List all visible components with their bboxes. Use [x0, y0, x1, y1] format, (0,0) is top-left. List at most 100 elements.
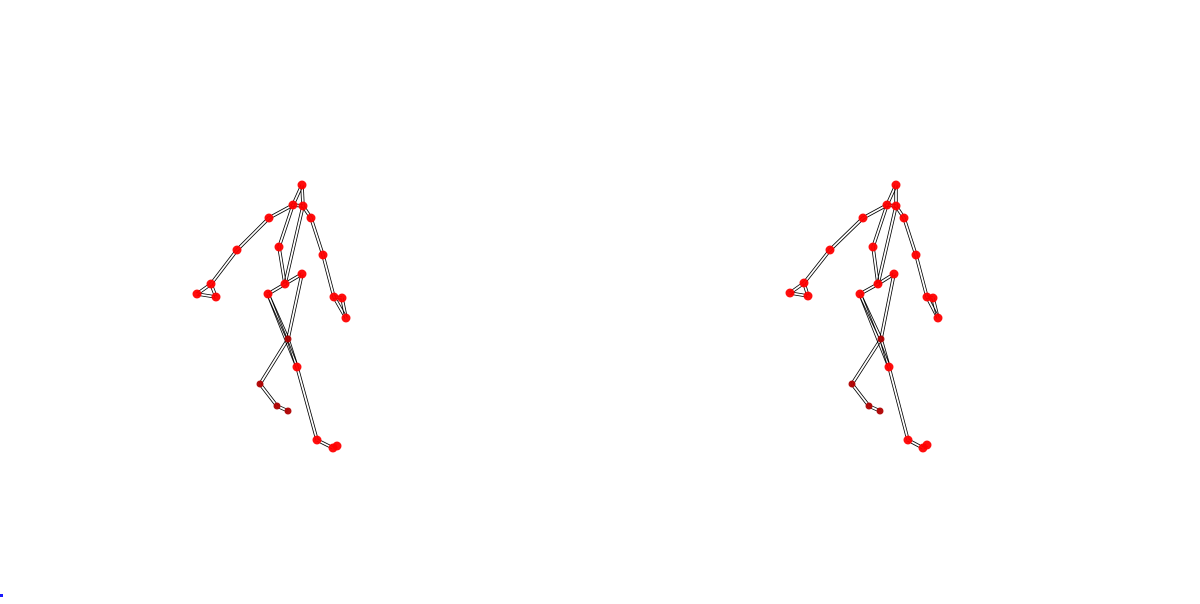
- bone-rsh-relb: [830, 218, 865, 252]
- joint-pelvis: [280, 279, 290, 289]
- joint-lelb: [318, 250, 328, 260]
- joint-lwr: [329, 292, 339, 302]
- bone-lknee-lank: [887, 367, 908, 441]
- bone-hipL-lknee: [858, 294, 889, 368]
- joint-rwr: [799, 278, 809, 288]
- bone-relb-rwr: [209, 248, 237, 284]
- joint-head: [297, 180, 307, 190]
- bone-rank-rfoot1: [852, 382, 871, 406]
- bone-lelb-lwr: [916, 254, 929, 297]
- joint-lknee: [884, 362, 894, 372]
- joint-rh2: [803, 291, 813, 301]
- joint-hipL: [263, 289, 273, 299]
- joint-knee: [284, 335, 292, 343]
- joint-lfoot2: [922, 440, 932, 450]
- joint-hipR: [889, 269, 899, 279]
- bone-lsh-lelb: [311, 217, 325, 255]
- bone-lelb-lwr: [323, 254, 336, 297]
- bone-rsh-relb: [828, 216, 863, 250]
- joint-lsh: [306, 213, 316, 223]
- bone-hipR-knee: [879, 273, 894, 339]
- joint-rfoot1: [865, 402, 873, 410]
- joint-neck2: [891, 201, 901, 211]
- joint-neck2: [298, 201, 308, 211]
- bone-rsh-relb: [235, 216, 269, 250]
- bone-lelb-lwr: [914, 255, 927, 298]
- bone-neck2-pelvis: [878, 206, 898, 285]
- bone-neck-spine: [873, 205, 889, 248]
- joint-spine: [868, 242, 878, 252]
- bone-knee-rank: [850, 338, 881, 384]
- joint-rfoot2: [876, 407, 884, 415]
- bone-hipR-knee: [881, 274, 896, 340]
- bone-lknee-lank: [297, 366, 319, 440]
- joint-lank: [312, 435, 322, 445]
- bone-lsh-lelb: [309, 218, 323, 256]
- joint-relb: [232, 245, 242, 255]
- bone-neck-spine: [871, 204, 887, 247]
- joint-rh1: [192, 289, 202, 299]
- joint-rsh: [264, 213, 274, 223]
- bone-hipR-knee: [286, 273, 302, 339]
- bone-rank-rfoot1: [258, 384, 277, 408]
- joint-neck: [288, 200, 298, 210]
- joint-hipL: [855, 289, 865, 299]
- bone-hipR-knee: [288, 274, 304, 340]
- bone-spine-pelvis: [871, 247, 878, 285]
- joint-knee: [877, 335, 885, 343]
- skeleton-right: [785, 180, 943, 453]
- bone-neck-spine: [277, 204, 293, 247]
- joint-rh1: [785, 288, 795, 298]
- joint-rwr: [206, 279, 216, 289]
- bone-rsh-relb: [237, 218, 271, 252]
- corner-marker: [0, 594, 3, 597]
- joint-neck: [882, 200, 892, 210]
- joint-lelb: [911, 250, 921, 260]
- bone-hipL-knee: [860, 293, 883, 339]
- bone-neck-spine: [279, 205, 295, 248]
- bone-relb-rwr: [802, 248, 830, 283]
- joint-rank: [256, 380, 264, 388]
- bone-neck-rsh: [269, 205, 294, 220]
- bone-neck2-pelvis: [876, 205, 896, 284]
- bone-lknee-lank: [295, 367, 317, 441]
- bone-rank-rfoot1: [850, 384, 869, 408]
- joint-lsh: [899, 213, 909, 223]
- bone-rank-rfoot1: [260, 382, 279, 406]
- bone-neck2-pelvis: [285, 206, 305, 285]
- bone-neck-rsh: [268, 203, 293, 218]
- bone-knee-rank: [852, 339, 883, 385]
- joint-lh1: [928, 293, 938, 303]
- joint-lank: [903, 435, 913, 445]
- joint-spine: [274, 242, 284, 252]
- bone-relb-rwr: [211, 250, 239, 286]
- joint-rh2: [211, 292, 221, 302]
- bone-neck2-pelvis: [283, 205, 303, 284]
- bone-relb-rwr: [804, 250, 832, 285]
- joint-lh2: [933, 313, 943, 323]
- bone-knee-rank: [258, 338, 288, 384]
- joint-rank: [848, 380, 856, 388]
- bone-knee-rank: [260, 339, 290, 385]
- joint-rfoot2: [284, 407, 292, 415]
- joint-lfoot2: [332, 441, 342, 451]
- joint-lh2: [341, 313, 351, 323]
- joint-head: [891, 180, 901, 190]
- joint-rsh: [858, 213, 868, 223]
- bone-lsh-lelb: [904, 217, 918, 255]
- bone-neck-rsh: [863, 205, 888, 220]
- joint-hipR: [297, 269, 307, 279]
- bone-lknee-lank: [889, 366, 910, 440]
- bone-knee-lknee: [881, 338, 891, 367]
- joint-lknee: [292, 362, 302, 372]
- bone-neck-rsh: [862, 203, 887, 218]
- joint-lh1: [337, 293, 347, 303]
- bone-hipL-lknee: [860, 293, 891, 367]
- skeleton-left: [192, 180, 351, 453]
- joint-pelvis: [873, 279, 883, 289]
- bone-hipL-lknee: [266, 294, 297, 368]
- bone-spine-pelvis: [277, 247, 285, 285]
- bone-hipL-lknee: [268, 293, 299, 367]
